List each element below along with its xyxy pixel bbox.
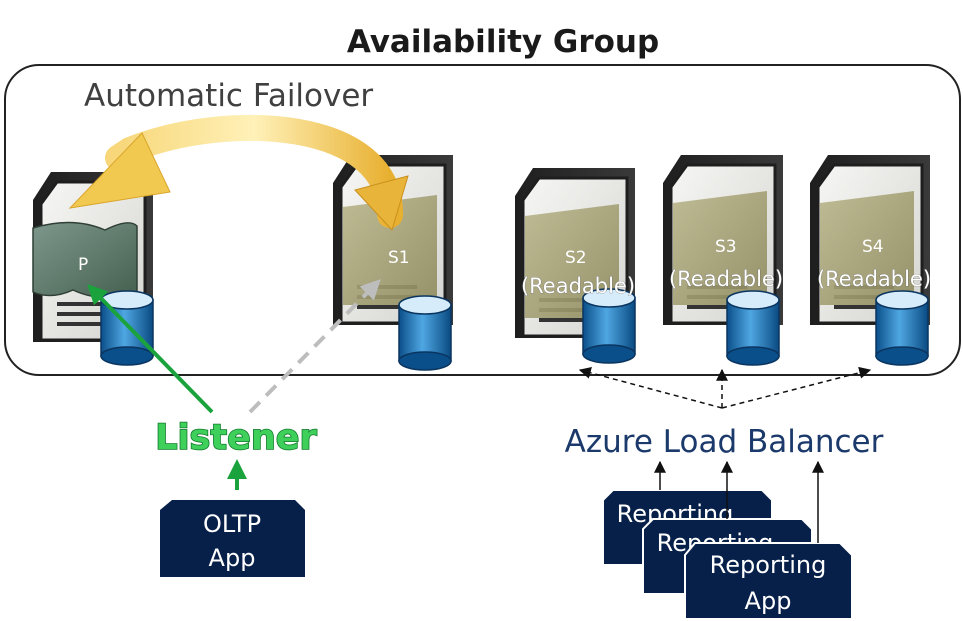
oltp-app-box: OLTP App [160,500,305,577]
azure-load-balancer-label: Azure Load Balancer [565,424,884,460]
secondary-server-s2: S2 [513,166,637,364]
reporting-app-3-line1: Reporting [710,551,827,579]
reporting-to-load-balancer-arrows [654,460,824,543]
s4-label: S4 [862,237,884,257]
listener-to-s1-dashed-arrow [248,279,381,414]
s4-readable-note: (Readable) [817,267,931,291]
listener-to-primary-arrow [87,284,214,414]
s3-readable-note: (Readable) [669,267,783,291]
load-balancer-fanout-arrows [578,366,872,409]
secondary-server-s3: S3 [661,153,785,366]
availability-group-title: Availability Group [347,24,659,60]
secondary-server-s4: S4 [808,153,932,366]
reporting-app-box-3: Reporting App [684,542,853,620]
automatic-failover-arrow [68,114,409,231]
primary-label: P [78,255,88,275]
oltp-app-line1: OLTP [203,510,261,538]
listener-label: Listener [155,418,317,458]
oltp-app-line2: App [209,544,256,572]
secondary-server-s1: S1 [331,153,455,371]
primary-database-icon [100,290,154,366]
s1-database-icon [398,295,452,371]
s2-database-icon [582,288,636,364]
s3-database-icon [726,290,780,366]
automatic-failover-label: Automatic Failover [84,78,373,114]
s2-readable-note: (Readable) [521,274,635,298]
s3-label: S3 [715,237,737,257]
availability-group-boundary [4,64,961,376]
s2-label: S2 [565,248,587,268]
reporting-app-3-line2: App [745,587,792,615]
primary-server: P [31,170,155,366]
s1-label: S1 [388,248,410,268]
s4-database-icon [875,290,929,366]
